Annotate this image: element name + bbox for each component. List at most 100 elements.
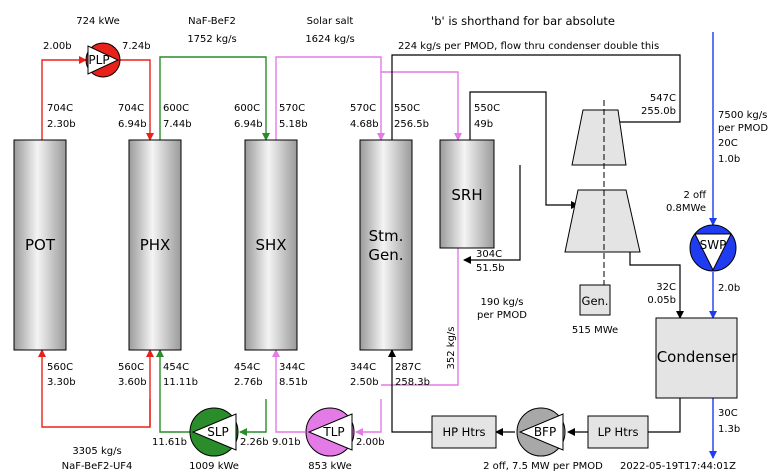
srh-vessel: SRH bbox=[439, 139, 495, 249]
solar-bypass-flow: 352 kg/s bbox=[446, 327, 457, 370]
seawater-out-temp: 30C bbox=[718, 408, 738, 419]
shx-sol-temp: 570C bbox=[279, 103, 305, 114]
shx-top-temp: 600C bbox=[234, 103, 260, 114]
secondary-slp-to-phx bbox=[156, 349, 190, 433]
lp-htrs-label: LP Htrs bbox=[598, 425, 639, 439]
pot-bot-pres: 3.30b bbox=[47, 377, 76, 388]
plp-label: PLP bbox=[88, 53, 109, 67]
generator-power: 515 MWe bbox=[572, 325, 618, 336]
tlp-power: 853 kWe bbox=[308, 461, 352, 472]
slp-power: 1009 kWe bbox=[189, 461, 239, 472]
phx-sec-bot-pres: 11.11b bbox=[163, 377, 198, 388]
fluid-solar-name: Solar salt bbox=[307, 16, 354, 27]
phx-bot-pres: 3.60b bbox=[118, 377, 147, 388]
srh-bot-pres: 51.5b bbox=[476, 263, 505, 274]
lp-heaters: LP Htrs bbox=[587, 415, 649, 449]
shx-bot-pres: 2.76b bbox=[234, 377, 263, 388]
hp-htrs-label: HP Htrs bbox=[442, 425, 485, 439]
condenser-in-temp: 32C bbox=[656, 282, 676, 293]
slp-out-pressure: 11.61b bbox=[152, 437, 187, 448]
stm-gen-label-2: Gen. bbox=[368, 246, 403, 264]
lp-turbine bbox=[564, 189, 641, 253]
plp-out-pressure: 7.24b bbox=[122, 41, 151, 52]
shx-vessel: SHX bbox=[244, 139, 298, 351]
phx-bot-temp: 560C bbox=[118, 362, 144, 373]
srh-bot-temp: 304C bbox=[476, 249, 502, 260]
tlp-out-pressure: 9.01b bbox=[272, 437, 301, 448]
steam-main-note: 224 kg/s per PMOD, flow thru condenser d… bbox=[398, 41, 659, 52]
condenser-label: Condenser bbox=[657, 348, 738, 366]
pot-label: POT bbox=[25, 236, 56, 254]
srh-top-pres: 49b bbox=[474, 119, 493, 130]
steam-circuit bbox=[388, 54, 684, 436]
swp-note-1: 2 off bbox=[683, 190, 707, 201]
solar-srh-bypass bbox=[381, 248, 459, 386]
phx-label: PHX bbox=[140, 236, 171, 254]
sg-top-pres: 4.68b bbox=[350, 119, 379, 130]
seawater-flow-2: per PMOD bbox=[718, 123, 768, 134]
seawater-flow-1: 7500 kg/s bbox=[718, 110, 767, 121]
hpt-exhaust-to-srh bbox=[463, 165, 521, 264]
pot-vessel: POT bbox=[13, 139, 67, 351]
shx-bot-temp: 454C bbox=[234, 362, 260, 373]
fluid-secondary-flow: 1752 kg/s bbox=[187, 34, 236, 45]
sg-fw-pres: 258.3b bbox=[395, 377, 430, 388]
primary-plp-to-phx bbox=[120, 59, 154, 141]
solar-to-srh bbox=[381, 71, 462, 141]
tlp-in-pressure: 2.00b bbox=[356, 437, 385, 448]
phx-sec-temp: 600C bbox=[163, 103, 189, 114]
sg-bot-temp: 344C bbox=[350, 362, 376, 373]
primary-flow: 3305 kg/s bbox=[72, 446, 121, 457]
bfp-note: 2 off, 7.5 MW per PMOD bbox=[483, 461, 603, 472]
phx-top-pres: 6.94b bbox=[118, 119, 147, 130]
hpt-in-pres: 255.0b bbox=[641, 106, 676, 117]
seawater-in-pres: 1.0b bbox=[718, 154, 740, 165]
primary-loop bbox=[38, 56, 154, 428]
hpt-in-temp: 547C bbox=[650, 93, 676, 104]
sg-steam-temp: 550C bbox=[394, 103, 420, 114]
srh-to-lpt bbox=[469, 91, 579, 209]
sg-steam-pres: 256.5b bbox=[394, 119, 429, 130]
pot-bot-temp: 560C bbox=[47, 362, 73, 373]
lpt-exhaust-to-condenser bbox=[629, 252, 684, 319]
plp-power: 724 kWe bbox=[76, 16, 120, 27]
plp-pump: PLP bbox=[85, 42, 121, 78]
bfp-pump: BFP bbox=[516, 407, 566, 457]
primary-pot-to-plp bbox=[41, 56, 87, 140]
srh-top-temp: 550C bbox=[474, 103, 500, 114]
phx-sec-bot-temp: 454C bbox=[163, 362, 189, 373]
seawater-in-temp: 20C bbox=[718, 138, 738, 149]
shx-top-pres: 6.94b bbox=[234, 119, 263, 130]
title-note: 'b' is shorthand for bar absolute bbox=[431, 14, 615, 28]
phx-sec-pres: 7.44b bbox=[163, 119, 192, 130]
seawater-out-pres: 1.3b bbox=[718, 424, 740, 435]
phx-top-temp: 704C bbox=[118, 103, 144, 114]
shx-sol-bot-temp: 344C bbox=[279, 362, 305, 373]
secondary-shx-to-slp bbox=[239, 399, 267, 436]
hp-heaters: HP Htrs bbox=[431, 415, 497, 449]
fluid-secondary-name: NaF-BeF2 bbox=[188, 16, 236, 27]
sg-bot-pres: 2.50b bbox=[350, 377, 379, 388]
reheat-flow-1: 190 kg/s bbox=[481, 297, 524, 308]
solar-tlp-to-shx bbox=[272, 349, 305, 433]
reheat-flow-2: per PMOD bbox=[477, 310, 527, 321]
srh-label: SRH bbox=[451, 186, 482, 204]
slp-pump: SLP bbox=[189, 407, 239, 457]
steam-sg-to-hpt bbox=[391, 54, 681, 140]
swp-out-pres: 2.0b bbox=[718, 283, 740, 294]
solar-shx-to-sg bbox=[275, 56, 385, 141]
secondary-phx-to-shx bbox=[159, 56, 270, 141]
sg-fw-temp: 287C bbox=[395, 362, 421, 373]
stm-gen-label-1: Stm. bbox=[369, 227, 404, 245]
steam-generator-vessel: Stm. Gen. bbox=[359, 139, 413, 351]
fluid-solar-flow: 1624 kg/s bbox=[305, 34, 354, 45]
tlp-label: TLP bbox=[322, 425, 344, 439]
plp-in-pressure: 2.00b bbox=[43, 41, 72, 52]
swp-label: SWP bbox=[700, 238, 727, 252]
hp-turbine bbox=[571, 109, 627, 166]
phx-vessel: PHX bbox=[128, 139, 182, 351]
solar-sg-to-tlp bbox=[355, 399, 382, 436]
tlp-pump: TLP bbox=[305, 407, 355, 457]
generator: Gen. bbox=[579, 284, 611, 316]
